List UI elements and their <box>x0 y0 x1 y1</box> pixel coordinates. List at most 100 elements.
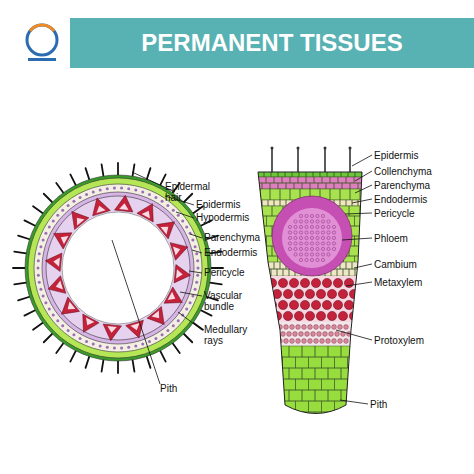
parenchyma-cells <box>79 196 82 199</box>
parenchyma-cells <box>141 190 144 193</box>
parenchyma-band <box>250 206 261 216</box>
leader-line <box>345 213 372 214</box>
metaxylem-vessels <box>322 278 331 287</box>
phloem-pericycle <box>310 236 313 239</box>
parenchyma-band <box>256 216 267 226</box>
pith-band <box>328 346 341 357</box>
epidermal-hair <box>117 361 119 373</box>
protoxylem-vessels <box>344 325 349 330</box>
epidermal-hair <box>271 147 352 173</box>
phloem-pericycle <box>321 231 324 234</box>
title-banner <box>70 18 474 68</box>
protoxylem-vessels <box>305 332 310 337</box>
parenchyma-cells <box>191 295 194 298</box>
epidermal-hair <box>297 147 300 150</box>
cambium-band <box>271 269 277 276</box>
stem-sector <box>244 147 394 424</box>
pith-band <box>309 379 322 390</box>
phloem-pericycle <box>321 242 324 245</box>
parenchyma-cells <box>37 259 40 262</box>
epidermal-hair <box>56 343 63 353</box>
phloem-pericycle <box>310 231 313 234</box>
parenchyma-cells <box>42 238 45 241</box>
vascular-bundle <box>130 323 139 330</box>
parenchyma-cells <box>134 344 137 347</box>
parenchyma-cells <box>195 281 198 284</box>
vascular-bundle <box>97 206 106 213</box>
phloem-pericycle <box>294 236 297 239</box>
cambium-band <box>250 262 256 269</box>
protoxylem-vessels <box>314 325 319 330</box>
parenchyma-ring <box>34 184 202 352</box>
protoxylem-vessels <box>314 339 319 344</box>
collenchyma-band <box>322 177 330 183</box>
parenchyma-band <box>250 189 260 200</box>
collenchyma-band <box>346 177 354 183</box>
metaxylem-vessels <box>300 278 309 287</box>
epidermal-hair <box>133 360 135 372</box>
phloem-pericycle <box>288 247 291 250</box>
pith-band <box>322 401 335 412</box>
vascular-bundle <box>53 257 60 266</box>
pith-band <box>354 390 367 401</box>
pith-band <box>315 390 328 401</box>
pith-band <box>322 379 335 390</box>
title-text: PERMANENT TISSUES <box>70 18 474 68</box>
pith-band <box>335 401 348 412</box>
pith-band <box>283 357 296 368</box>
phloem-pericycle <box>310 258 313 261</box>
parenchyma-cells <box>106 346 109 349</box>
epidermal-hair <box>13 163 223 373</box>
phloem-pericycle <box>316 242 319 245</box>
logo <box>27 25 57 55</box>
parenchyma-cells <box>197 267 200 270</box>
metaxylem-vessels <box>338 289 347 298</box>
parenchyma-cells <box>148 193 151 196</box>
phloem-pericycle <box>288 225 291 228</box>
phloem-pericycle <box>305 253 308 256</box>
part-label: Metaxylem <box>374 277 422 288</box>
parenchyma-cells <box>106 187 109 190</box>
part-label: Phloem <box>374 233 408 244</box>
vascular-bundle <box>173 247 180 256</box>
phloem-pericycle <box>299 225 302 228</box>
pith-band <box>322 357 335 368</box>
protoxylem-vessels <box>308 325 313 330</box>
pith-band <box>315 368 328 379</box>
phloem-pericycle <box>294 220 297 223</box>
phloem-pericycle <box>316 225 319 228</box>
epidermal-hair <box>13 267 25 269</box>
epidermal-hair <box>14 283 26 285</box>
epidermal-hair <box>44 334 52 342</box>
phloem-pericycle <box>310 247 313 250</box>
parenchyma-cells <box>38 281 41 284</box>
pith-band <box>263 390 276 401</box>
part-label: Pericycle <box>204 267 245 278</box>
phloem-pericycle <box>310 253 313 256</box>
epidermal-hair <box>184 194 192 202</box>
pith-band <box>341 346 354 357</box>
pericycle-ring <box>46 196 190 340</box>
phloem-pericycle <box>316 258 319 261</box>
cambium-band <box>277 269 283 276</box>
parenchyma-band <box>360 226 371 236</box>
protoxylem-vessels <box>302 325 307 330</box>
cambium-band <box>256 262 262 269</box>
parenchyma-cells <box>99 344 102 347</box>
vascular-bundle <box>119 203 128 210</box>
protoxylem-vessels <box>296 325 301 330</box>
part-label: Endodermis <box>374 194 427 205</box>
parenchyma-cells <box>166 329 169 332</box>
protoxylem-vessels <box>287 332 292 337</box>
epidermal-hair <box>24 220 35 225</box>
pith-band <box>250 346 370 422</box>
vascular-bundle <box>115 195 133 212</box>
epidermal-hair <box>86 168 90 179</box>
protoxylem-vessels <box>320 325 325 330</box>
metaxylem-vessels <box>327 311 336 320</box>
pith-band <box>309 401 322 412</box>
pith-band <box>335 357 348 368</box>
leader-line <box>355 185 372 193</box>
collenchyma-band <box>294 183 302 189</box>
